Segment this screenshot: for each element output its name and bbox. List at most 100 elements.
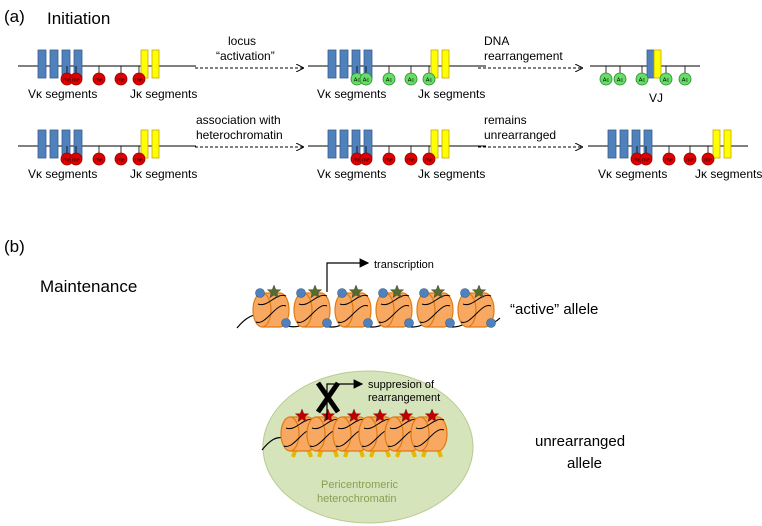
acetyl-mark: [404, 72, 418, 86]
methyl-mark-label: me: [72, 78, 80, 84]
row1-locus2-v-label: Vκ segments: [317, 87, 386, 101]
acetyl-mark: [659, 72, 673, 86]
dna-wrap: [296, 305, 328, 323]
transcription-label: transcription: [374, 259, 434, 271]
active-allele-label: “active” allele: [510, 301, 598, 318]
methyl-mark: [422, 152, 436, 166]
acetyl-mark: [613, 72, 627, 86]
panel-a-label: (a): [4, 7, 25, 26]
star-mark: [398, 408, 414, 423]
v-segment: [646, 49, 655, 79]
star-mark: [424, 408, 440, 423]
star-mark: [372, 408, 388, 423]
dna-wrap: [413, 429, 445, 447]
histone-mark: [296, 288, 306, 298]
dna-wrap: [378, 305, 410, 323]
v-segment: [49, 129, 59, 159]
methyl-mark-label: me: [407, 158, 415, 164]
methyl-mark: [404, 152, 418, 166]
v-segment: [607, 129, 617, 159]
nucleosome: [457, 284, 496, 328]
histone-mark: [404, 318, 414, 328]
acetyl-mark-label: Ac: [639, 78, 646, 84]
histone-mark: [281, 318, 291, 328]
methyl-mark-label: me: [686, 158, 694, 164]
j-segment: [151, 129, 160, 159]
j-segment: [441, 129, 450, 159]
acetyl-mark: [678, 72, 692, 86]
v-segment: [327, 49, 337, 79]
star-mark: [389, 284, 405, 299]
heterochromatin-label-line1: Pericentromeric: [321, 479, 399, 491]
methyl-mark-label: me: [362, 158, 370, 164]
methyl-mark: [662, 152, 676, 166]
histone-mark: [460, 288, 470, 298]
star-mark: [348, 284, 364, 299]
methyl-mark: [639, 152, 653, 166]
j-segment: [151, 49, 160, 79]
suppression-label-line2: rearrangement: [368, 392, 440, 404]
active-chromatin-fiber: [236, 284, 501, 329]
methyl-mark-label: me: [117, 78, 125, 84]
heterochromatin-label-line2: heterochromatin: [317, 493, 397, 505]
row1-locus3-vj-label: VJ: [649, 91, 663, 105]
dna-wrap: [380, 294, 410, 306]
acetyl-mark: [599, 72, 613, 86]
row2-locus3-j-label: Jκ segments: [695, 167, 762, 181]
acetyl-mark: [382, 72, 396, 86]
star-mark: [266, 284, 282, 299]
row2-locus2-j-label: Jκ segments: [418, 167, 485, 181]
methyl-mark: [114, 72, 128, 86]
histone-mark: [378, 288, 388, 298]
histone-mark: [445, 318, 455, 328]
j-segment: [653, 49, 662, 79]
row1-locus2-j-label: Jκ segments: [418, 87, 485, 101]
methyl-mark: [114, 152, 128, 166]
histone-mark: [486, 318, 496, 328]
methyl-mark: [132, 152, 146, 166]
methyl-mark: [683, 152, 697, 166]
methyl-mark-label: me: [95, 78, 103, 84]
nucleosome: [334, 284, 373, 328]
acetyl-mark-label: Ac: [617, 78, 624, 84]
acetyl-mark-label: Ac: [386, 78, 393, 84]
star-mark: [471, 284, 487, 299]
methyl-mark-label: me: [117, 158, 125, 164]
methyl-mark: [92, 72, 106, 86]
star-mark: [294, 408, 310, 423]
dna-wrap: [255, 305, 287, 323]
row2-locus2-v-label: Vκ segments: [317, 167, 386, 181]
dna-wrap: [339, 294, 369, 306]
arrow3-label-line1: association with: [196, 113, 281, 127]
methyl-mark: [382, 152, 396, 166]
histone-mark: [322, 318, 332, 328]
arrow2-label-line2: rearrangement: [484, 49, 563, 63]
arrow1-label-line2: “activation”: [216, 49, 275, 63]
v-segment: [37, 49, 47, 79]
methyl-mark-label: me: [135, 158, 143, 164]
methyl-mark-label: me: [385, 158, 393, 164]
methyl-mark: [359, 152, 373, 166]
unrearranged-label-line2: allele: [567, 455, 602, 472]
dna-wrap: [419, 305, 451, 323]
methyl-mark-label: me: [665, 158, 673, 164]
acetyl-mark-label: Ac: [354, 78, 361, 84]
methyl-mark: [69, 72, 83, 86]
methyl-mark: [92, 152, 106, 166]
acetyl-mark-label: Ac: [682, 78, 689, 84]
acetyl-mark-label: Ac: [408, 78, 415, 84]
unrearranged-label-line1: unrearranged: [535, 433, 625, 450]
transcription-arrow: [326, 258, 370, 292]
acetyl-mark-label: Ac: [663, 78, 670, 84]
dna-wrap: [460, 305, 492, 323]
histone-mark: [337, 288, 347, 298]
nucleosome: [375, 284, 414, 328]
j-segment: [712, 129, 721, 159]
nucleosome: [293, 284, 332, 328]
